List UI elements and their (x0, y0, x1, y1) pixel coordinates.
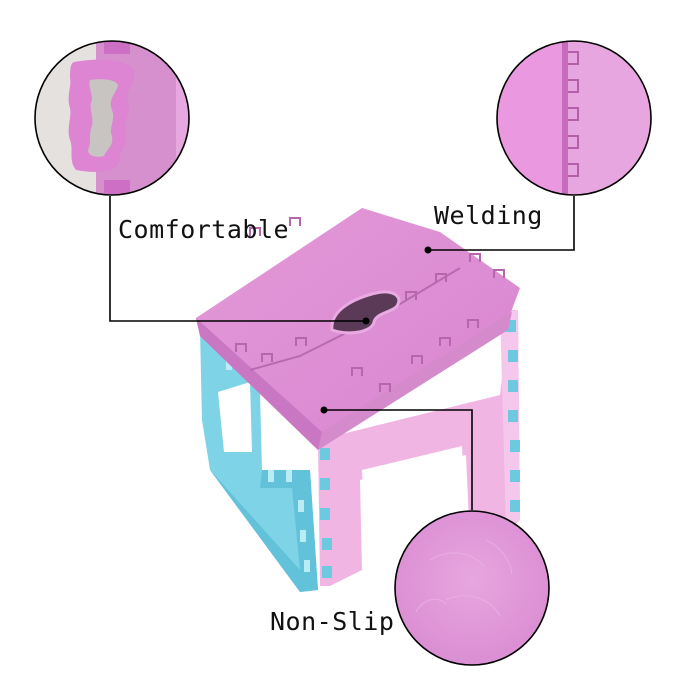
seat-front-lip (196, 318, 322, 450)
welding-label: Welding (434, 201, 543, 230)
comfortable-label: Comfortable (118, 215, 290, 244)
hinge-leader-line (428, 196, 575, 251)
handle-leader-dot (362, 317, 370, 325)
stool-handle-rim (330, 290, 401, 335)
handle-leader-line (109, 196, 366, 322)
non-slip-label: Non-Slip (270, 607, 395, 636)
leader-dots (320, 246, 432, 414)
seat-teeth (235, 217, 505, 392)
leader-lines (109, 196, 575, 510)
texture-closeup-icon (394, 510, 550, 666)
seat-fold-seam (249, 267, 461, 371)
texture-leader-line (324, 409, 473, 510)
seat-right-lip (318, 312, 512, 450)
right-pink-leg-opening (362, 446, 466, 540)
left-blue-leg (200, 318, 318, 592)
handle-closeup-icon (34, 40, 190, 196)
side-hinge-teeth (320, 320, 520, 578)
texture-leader-dot (320, 406, 328, 414)
left-blue-leg-inner (218, 382, 252, 452)
hinge-closeup-icon (496, 40, 652, 196)
left-blue-leg-shade (210, 470, 318, 592)
hinge-leader-dot (424, 246, 432, 254)
stool-handle-hole (331, 291, 399, 333)
